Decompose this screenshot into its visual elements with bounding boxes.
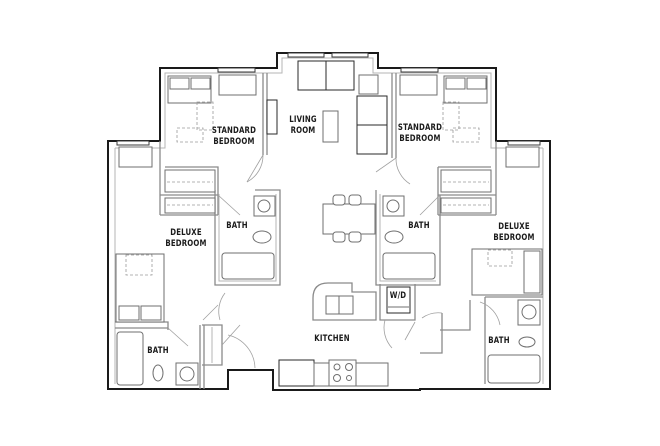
label-deluxe-bedroom-left: DELUXE BEDROOM	[165, 228, 207, 249]
exterior-wall	[107, 52, 551, 391]
label-living-room: LIVING ROOM	[289, 115, 317, 136]
label-bath-right-upper: BATH	[408, 221, 430, 231]
bath-fixtures	[116, 195, 541, 386]
bedroom-furniture	[115, 74, 543, 323]
kitchen-fixtures	[278, 286, 411, 387]
label-standard-bedroom-right: STANDARD BEDROOM	[397, 123, 443, 144]
dining-table	[322, 194, 376, 243]
label-kitchen: KITCHEN	[314, 334, 350, 344]
label-standard-bedroom-left: STANDARD BEDROOM	[211, 126, 257, 147]
label-deluxe-bedroom-right: DELUXE BEDROOM	[493, 222, 535, 243]
windows	[116, 52, 541, 146]
label-bath-right-lower: BATH	[488, 336, 510, 346]
label-laundry: W/D	[389, 291, 407, 301]
doors	[167, 154, 501, 369]
living-room-furniture	[266, 60, 388, 155]
label-bath-left-upper: BATH	[226, 221, 248, 231]
label-bath-left-lower: BATH	[147, 346, 169, 356]
